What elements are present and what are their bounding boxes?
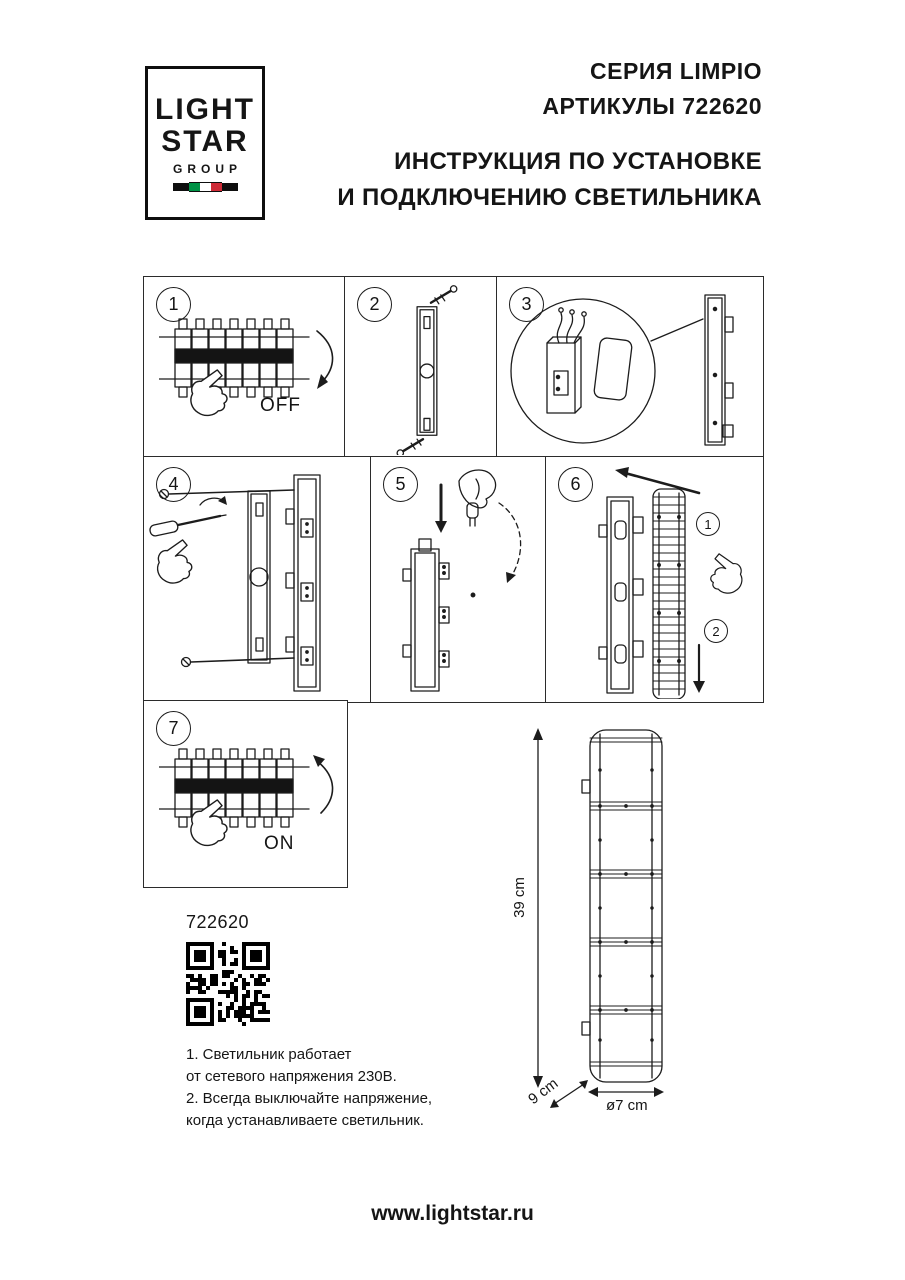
logo-text-group: GROUP [172, 161, 242, 176]
logo-text-star: STAR [161, 124, 249, 158]
step-3-cell: 3 [496, 276, 764, 459]
lightstar-logo: LIGHT STAR GROUP [145, 66, 265, 220]
step-6-cell: 6 1 2 [545, 456, 764, 703]
articles-label: АРТИКУЛЫ 722620 [542, 93, 762, 119]
doc-title-line1: ИНСТРУКЦИЯ ПО УСТАНОВКЕ [394, 148, 762, 175]
doc-title-line2: И ПОДКЛЮЧЕНИЮ СВЕТИЛЬНИКА [337, 184, 762, 211]
usage-notes: 1. Светильник работает от сетевого напря… [186, 1044, 432, 1132]
article-code: 722620 [186, 912, 250, 932]
website-url: www.lightstar.ru [371, 1202, 534, 1225]
logo-text-light: LIGHT [155, 93, 255, 127]
step-1-cell: 1 OFF [143, 276, 348, 459]
step-6-marker-1: 1 [696, 512, 720, 536]
step-4-cell: 4 [143, 456, 374, 703]
step-5-number: 5 [383, 467, 418, 502]
step-4-number: 4 [156, 467, 191, 502]
breaker-on-illustration [159, 748, 334, 847]
step-6-marker-2: 2 [704, 619, 728, 643]
note-line: когда устанавливаете светильник. [186, 1112, 424, 1129]
product-dimensions-illustration [533, 728, 664, 1108]
diffuser-slide-illustration [598, 467, 743, 699]
series-label: СЕРИЯ LIMPIO [590, 58, 762, 84]
header: СЕРИЯ LIMPIO АРТИКУЛЫ 722620 ИНСТРУКЦИЯ … [337, 58, 762, 216]
breaker-off-illustration [159, 318, 334, 417]
step-5-cell: 5 [370, 456, 549, 703]
doc-title: ИНСТРУКЦИЯ ПО УСТАНОВКЕ И ПОДКЛЮЧЕНИЮ СВ… [337, 144, 762, 216]
step-2-number: 2 [357, 287, 392, 322]
screwdriver-mounting-illustration [149, 474, 321, 692]
diameter-dimension-label: ø7 cm [606, 1097, 648, 1114]
lamp-insertion-illustration [402, 469, 522, 692]
step-3-number: 3 [509, 287, 544, 322]
step-1-number: 1 [156, 287, 191, 322]
step-7-cell: 7 ON [143, 700, 348, 888]
step-1-off-label: OFF [260, 395, 301, 416]
mounting-plate-screws-illustration [396, 285, 458, 455]
step-7-on-label: ON [264, 833, 295, 854]
wiring-connection-illustration [510, 294, 734, 446]
step-6-number: 6 [558, 467, 593, 502]
italian-flag-icon [172, 181, 238, 192]
step-7-number: 7 [156, 711, 191, 746]
note-line: 1. Светильник работает [186, 1046, 352, 1063]
height-dimension-label: 39 cm [510, 877, 528, 918]
note-line: 2. Всегда выключайте напряжение, [186, 1090, 433, 1107]
qr-code [186, 942, 270, 1026]
step-2-cell: 2 [344, 276, 500, 459]
note-line: от сетевого напряжения 230В. [186, 1068, 397, 1085]
